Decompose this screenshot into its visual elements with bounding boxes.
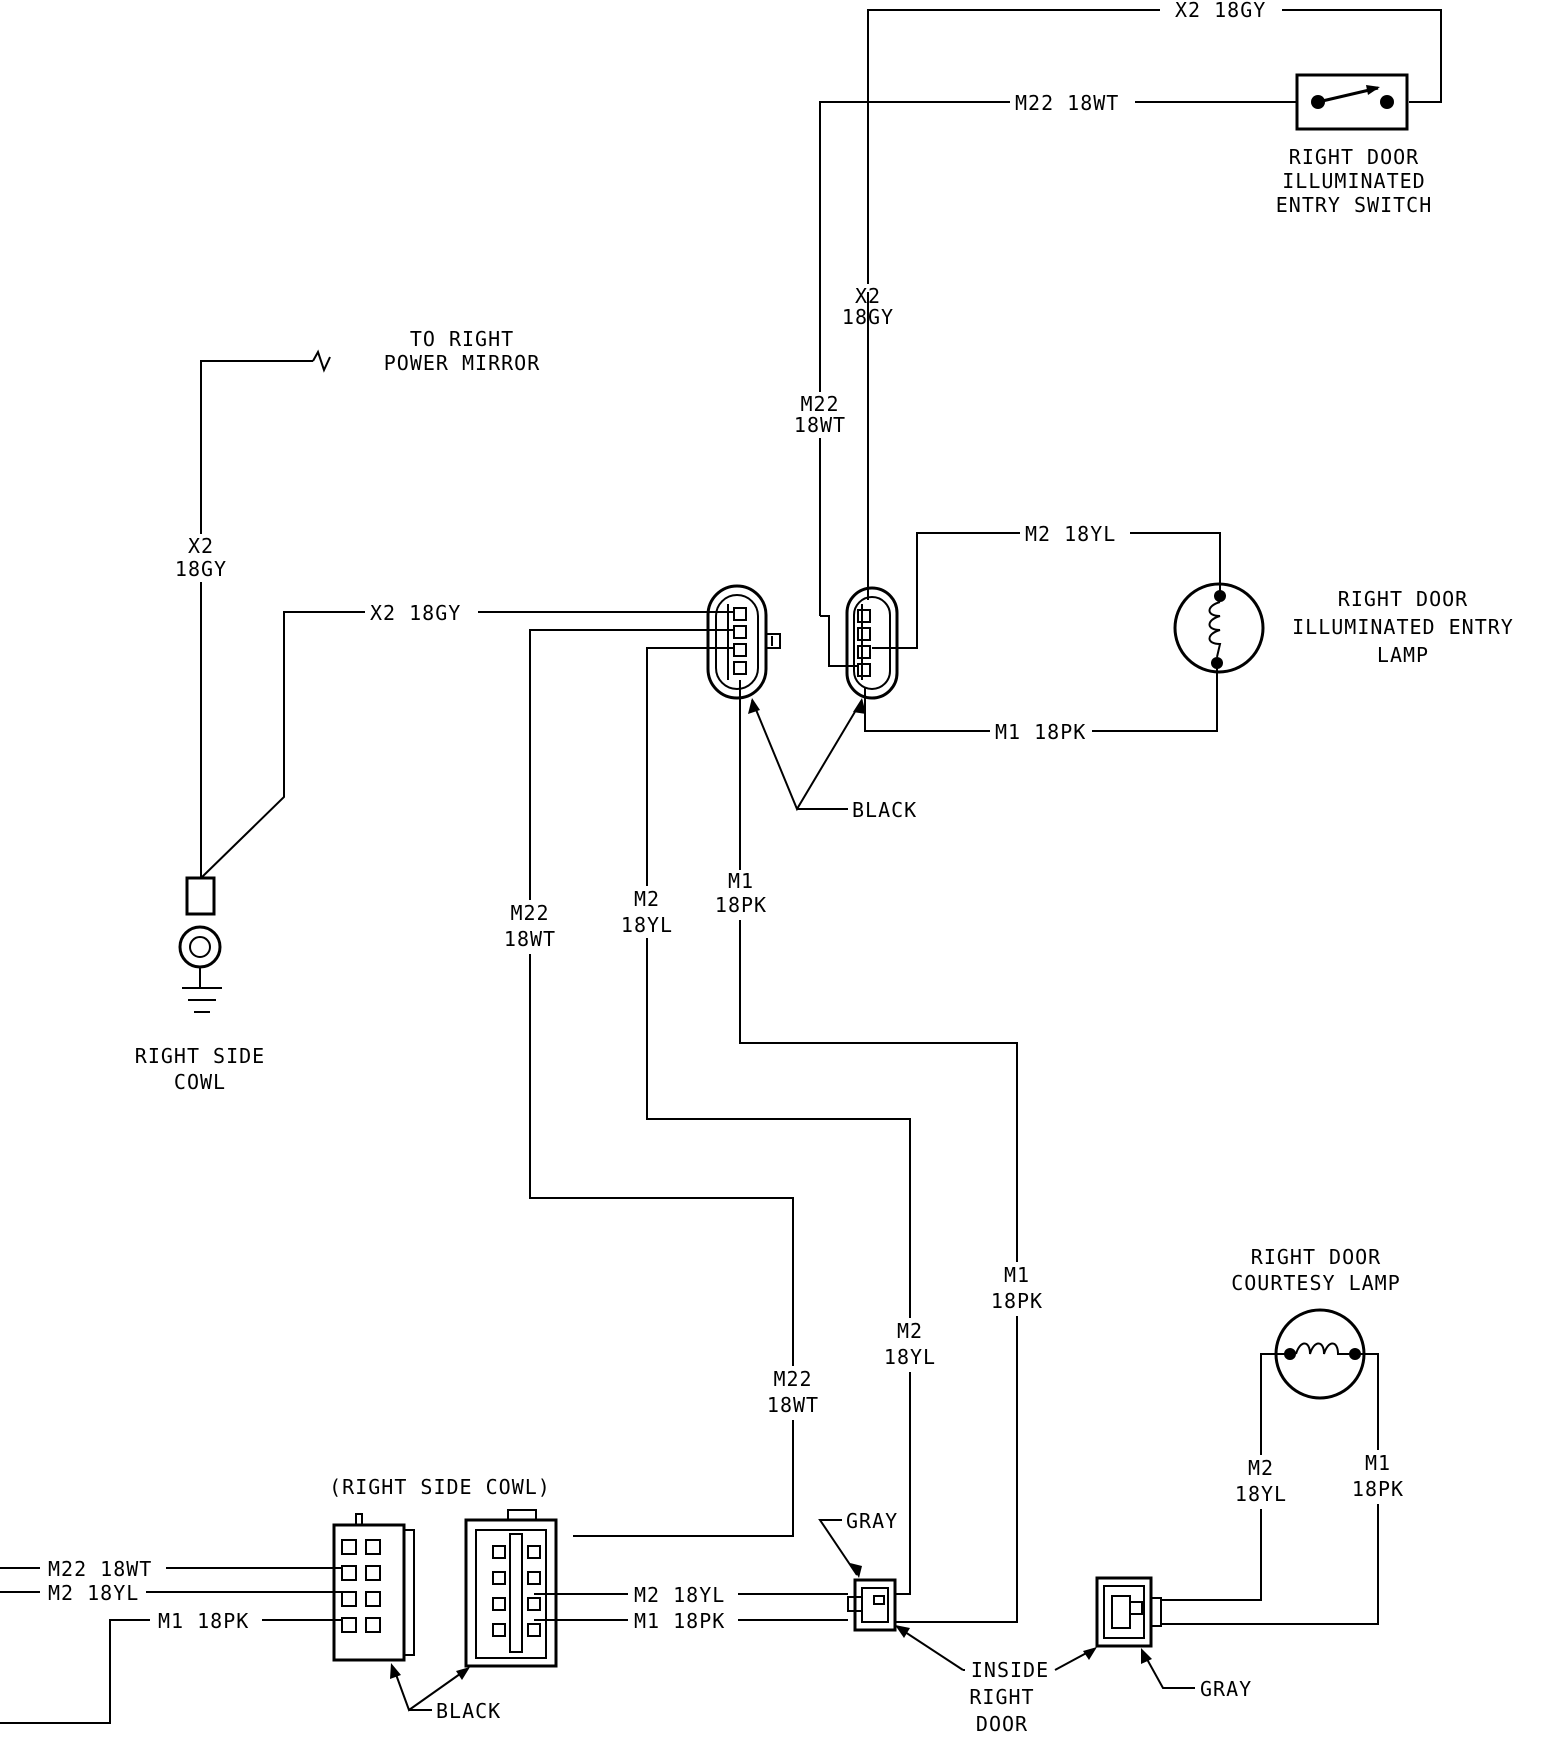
- entry-lamp-label-3: LAMP: [1377, 643, 1429, 667]
- mirror-label-2: POWER MIRROR: [384, 351, 541, 375]
- label-cowl-r-m2: M2 18YL: [634, 1583, 725, 1607]
- label-m2-courtesy-2: 18YL: [1235, 1482, 1287, 1506]
- label-m22-down-2: 18WT: [504, 927, 556, 951]
- label-m22-lower-2: 18WT: [767, 1393, 819, 1417]
- label-x2-top: X2 18GY: [1175, 0, 1266, 22]
- gray-label-right-text: GRAY: [1200, 1677, 1252, 1701]
- label-cowl-r-m1: M1 18PK: [634, 1609, 725, 1633]
- wire-m22-switch: M22 18WT: [819, 91, 1297, 616]
- wire-cowl-m22: M22 18WT: [0, 1557, 342, 1581]
- label-m1-lamp: M1 18PK: [995, 720, 1086, 744]
- label-m22-vert-1: M22: [800, 392, 839, 416]
- wire-cowl-m1: M1 18PK: [0, 1609, 342, 1724]
- black-label-upper: BLACK: [748, 698, 917, 822]
- label-m1-courtesy-2: 18PK: [1352, 1477, 1404, 1501]
- label-cowl-m22: M22 18WT: [48, 1557, 152, 1581]
- inside-door-label-1: INSIDE: [971, 1658, 1049, 1682]
- label-m1-lower-1: M1: [1004, 1263, 1030, 1287]
- wire-cowl-r-m2: M2 18YL: [534, 1583, 848, 1607]
- courtesy-lamp-label-1: RIGHT DOOR: [1251, 1245, 1381, 1269]
- connector-upper-left: [706, 584, 781, 700]
- wire-x2-connector: X2 18GY: [200, 601, 734, 879]
- label-m2-courtesy-1: M2: [1248, 1456, 1274, 1480]
- entry-lamp-label-1: RIGHT DOOR: [1338, 587, 1468, 611]
- connector-inside-door-right: [1095, 1576, 1162, 1648]
- label-m22-switch: M22 18WT: [1015, 91, 1119, 115]
- gray-label-left-text: GRAY: [846, 1509, 898, 1533]
- ground-label-1: RIGHT SIDE: [135, 1044, 265, 1068]
- inside-door-label-3: DOOR: [976, 1712, 1028, 1736]
- connector-inside-door-left: [847, 1578, 897, 1632]
- entry-lamp: RIGHT DOOR ILLUMINATED ENTRY LAMP: [1173, 582, 1514, 674]
- label-cowl-m1: M1 18PK: [158, 1609, 249, 1633]
- label-m22-vert-2: 18WT: [794, 413, 846, 437]
- label-x2-connector: X2 18GY: [370, 601, 461, 625]
- label-m1-lower-2: 18PK: [991, 1289, 1043, 1313]
- wire-m2-courtesy: M2 18YL: [1160, 1353, 1294, 1601]
- inside-door-label-2: RIGHT: [969, 1685, 1034, 1709]
- connector-cowl-left: [332, 1513, 415, 1662]
- wire-m1-courtesy: M1 18PK: [1160, 1353, 1411, 1625]
- wire-cowl-m2: M2 18YL: [0, 1581, 342, 1605]
- wire-cowl-r-m1: M1 18PK: [534, 1609, 848, 1633]
- label-x2-left-1: X2: [188, 534, 214, 558]
- cowl-connector-title: (RIGHT SIDE COWL): [329, 1475, 551, 1499]
- connector-cowl-right: [464, 1509, 558, 1668]
- label-m1-courtesy-1: M1: [1365, 1451, 1391, 1475]
- wire-m2-down: M2 18YL M2 18YL: [614, 647, 942, 1595]
- wire-m22-down: M22 18WT M22 18WT: [498, 629, 826, 1537]
- gray-label-right: GRAY: [1141, 1648, 1252, 1701]
- label-m2-lower-2: 18YL: [884, 1345, 936, 1369]
- label-cowl-m2: M2 18YL: [48, 1581, 139, 1605]
- label-m1-down-2: 18PK: [715, 893, 767, 917]
- ground-right-side-cowl: RIGHT SIDE COWL: [135, 876, 265, 1094]
- black-label-cowl: BLACK: [390, 1663, 501, 1723]
- entry-lamp-label-2: ILLUMINATED ENTRY: [1292, 615, 1514, 639]
- mirror-label-1: TO RIGHT: [410, 327, 514, 351]
- wire-m2-lamp: M2 18YL: [872, 522, 1221, 649]
- wire-m1-lamp: M1 18PK: [864, 664, 1218, 744]
- entry-switch-label-1: RIGHT DOOR: [1289, 145, 1419, 169]
- label-m2-down-1: M2: [634, 887, 660, 911]
- wire-x2-top: X2 18GY: [867, 0, 1442, 292]
- connector-upper-right: [845, 586, 899, 700]
- gray-label-left: GRAY: [818, 1509, 898, 1578]
- label-m1-down-1: M1: [728, 869, 754, 893]
- entry-switch-label-2: ILLUMINATED: [1282, 169, 1425, 193]
- entry-switch: RIGHT DOOR ILLUMINATED ENTRY SWITCH: [1276, 73, 1433, 217]
- label-m2-lower-1: M2: [897, 1319, 923, 1343]
- label-m22-down-1: M22: [510, 901, 549, 925]
- label-m22-lower-1: M22: [773, 1367, 812, 1391]
- ground-label-2: COWL: [174, 1070, 226, 1094]
- wire-x2-mirror: TO RIGHT POWER MIRROR X2 18GY: [170, 327, 541, 878]
- label-m2-lamp: M2 18YL: [1025, 522, 1116, 546]
- inside-door-label: INSIDE RIGHT DOOR: [895, 1625, 1097, 1736]
- label-x2-left-2: 18GY: [175, 557, 227, 581]
- entry-switch-label-3: ENTRY SWITCH: [1276, 193, 1433, 217]
- black-label-upper-text: BLACK: [852, 798, 917, 822]
- courtesy-lamp-label-2: COURTESY LAMP: [1231, 1271, 1401, 1295]
- label-m2-down-2: 18YL: [621, 913, 673, 937]
- wire-m1-down: M1 18PK M1 18PK: [708, 680, 1050, 1623]
- black-label-cowl-text: BLACK: [436, 1699, 501, 1723]
- courtesy-lamp: RIGHT DOOR COURTESY LAMP: [1231, 1245, 1401, 1400]
